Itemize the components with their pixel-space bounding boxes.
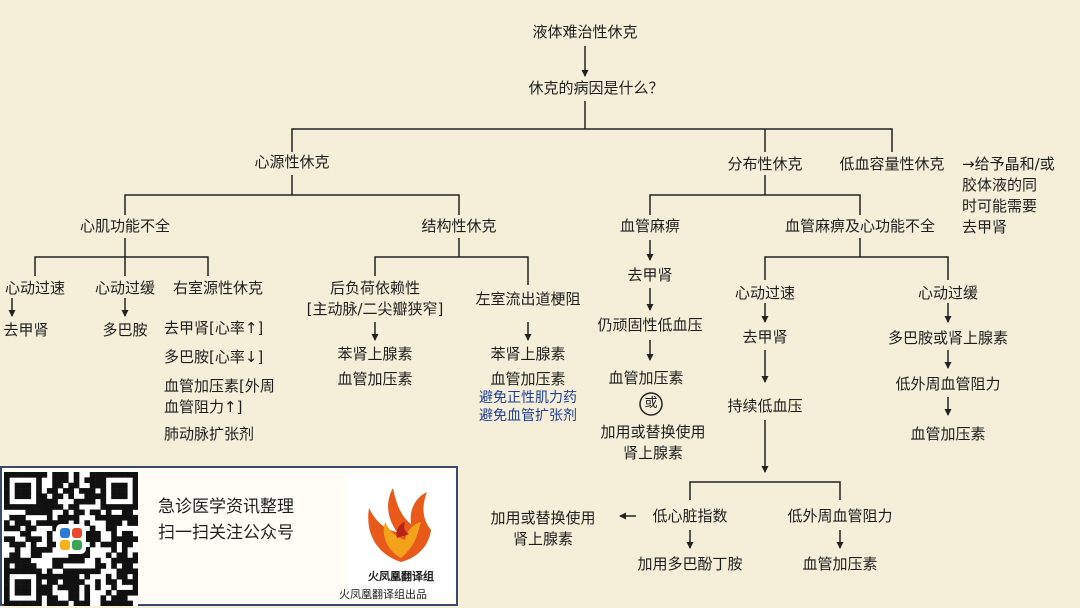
- node-vc-dopamine-epinephrine: 多巴胺或肾上腺素: [887, 329, 1009, 347]
- node-vc-low-svr: 低外周血管阻力: [895, 375, 1001, 393]
- node-tachycardia-2: 心动过速: [734, 284, 796, 302]
- node-distributive-shock: 分布性休克: [727, 155, 803, 173]
- node-lvot-avoid: 避免正性肌力药 避免血管扩张剂: [479, 390, 577, 424]
- node-vc-vasopressin: 血管加压素: [910, 425, 986, 443]
- logo-text: 火凤凰翻译组: [368, 569, 434, 583]
- node-rv-shock: 右室源性休克: [172, 279, 264, 297]
- node-hypovolemic-shock: 低血容量性休克: [839, 155, 945, 173]
- node-vasopressin-final: 血管加压素: [802, 555, 878, 573]
- footer-line-2: 扫一扫关注公众号: [158, 523, 294, 543]
- phoenix-logo: 火凤凰翻译组: [347, 474, 455, 598]
- node-root: 液体难治性休克: [532, 23, 638, 41]
- node-vp-refractory: 仍顽固性低血压: [597, 316, 703, 334]
- footer-line-1: 急诊医学资讯整理: [158, 497, 294, 517]
- node-bradycardia-1: 心动过缓: [94, 279, 156, 297]
- node-vasoplegia: 血管麻痹: [619, 217, 681, 235]
- node-dobutamine: 加用多巴酚丁胺: [637, 555, 743, 573]
- node-vasoplegia-cardiac: 血管麻痹及心功能不全: [784, 217, 936, 235]
- node-vp-or: 或: [644, 396, 658, 411]
- qr-code[interactable]: [4, 472, 138, 606]
- footer-banner: 急诊医学资讯整理 扫一扫关注公众号 火凤凰翻译组 火凤凰翻译组出品: [0, 466, 458, 606]
- node-dopamine-1: 多巴胺: [102, 321, 148, 339]
- node-structural-shock: 结构性休克: [421, 217, 497, 235]
- node-low-svr-2: 低外周血管阻力: [787, 507, 893, 525]
- node-vp-add-epinephrine: 加用或替换使用 肾上腺素: [600, 423, 706, 462]
- footer-org: 火凤凰翻译组出品: [339, 588, 427, 601]
- node-cardiogenic-shock: 心源性休克: [254, 153, 330, 171]
- node-low-cardiac-index: 低心脏指数: [652, 507, 728, 525]
- node-vp-vasopressin: 血管加压素: [608, 369, 684, 387]
- node-add-epinephrine: 加用或替换使用 肾上腺素: [490, 509, 596, 548]
- node-lvot-treatment: 苯肾上腺素 血管加压素: [490, 345, 566, 388]
- node-afterload-dependent: 后负荷依赖性 [主动脉/二尖瓣狭窄]: [306, 279, 444, 318]
- node-norepinephrine-1: 去甲肾: [3, 321, 49, 339]
- node-vp-norepinephrine: 去甲肾: [627, 266, 673, 284]
- node-cause-question: 休克的病因是什么？: [528, 79, 664, 97]
- node-vc-norepinephrine: 去甲肾: [742, 328, 788, 346]
- node-bradycardia-2: 心动过缓: [917, 284, 979, 302]
- node-vc-persistent-hypotension: 持续低血压: [727, 397, 803, 415]
- node-rv-treatments: 去甲肾[心率↑] 多巴胺[心率↓] 血管加压素[外周 血管阻力↑] 肺动脉扩张剂: [164, 319, 275, 443]
- node-lvot-obstruction: 左室流出道梗阻: [475, 290, 581, 308]
- node-afterload-treatment: 苯肾上腺素 血管加压素: [337, 345, 413, 388]
- node-hypovolemic-action: →给予晶和/或 胶体液的同 时可能需要 去甲肾: [962, 155, 1055, 236]
- node-myocardial-dysfunction: 心肌功能不全: [79, 217, 171, 235]
- node-tachycardia-1: 心动过速: [4, 279, 66, 297]
